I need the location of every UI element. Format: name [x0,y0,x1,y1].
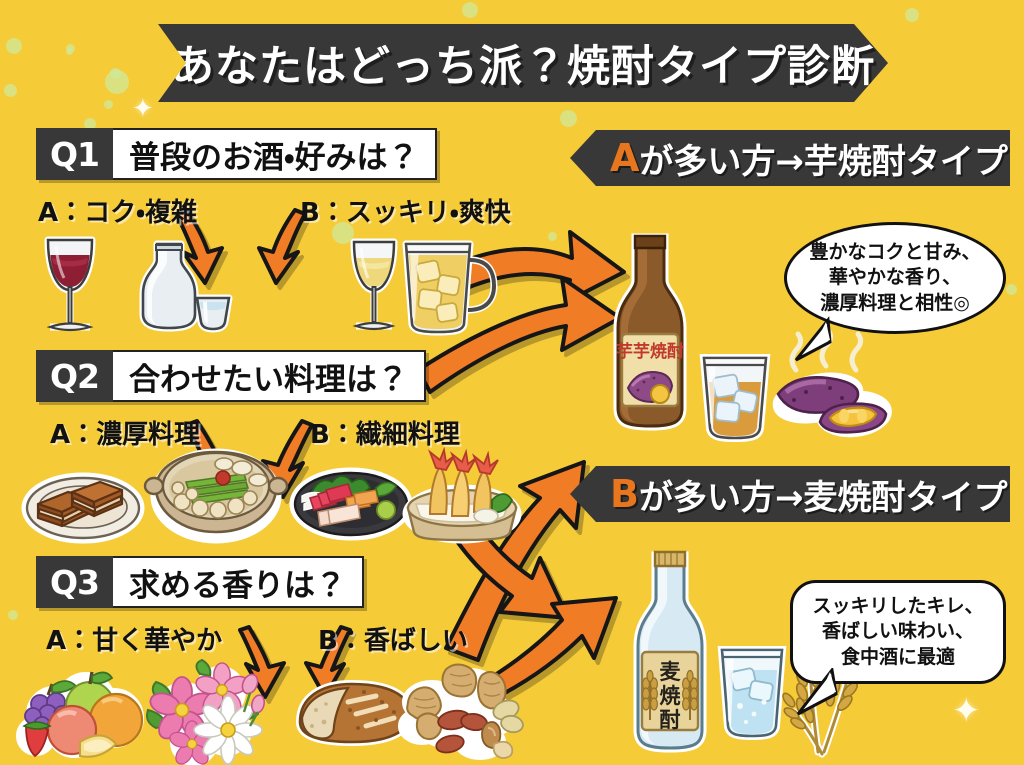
result-b-bubble-line-1: スッキリしたキレ、 [812,595,984,618]
q3-option-a-label: A：甘く華やか [46,626,223,656]
sparkle-star-icon: ✦ [952,691,981,731]
q2-tag: Q2 [36,350,114,402]
result-a-bubble: 豊かなコクと甘み、 華やかな香り、 濃厚料理と相性◎ [784,222,1006,334]
background-dot [560,110,577,127]
sake-tokkuri-and-cup-icon [125,238,235,338]
q2-option-b[interactable]: B：繊細料理 [310,414,460,451]
svg-text:麦: 麦 [660,660,682,684]
svg-text:酎: 酎 [660,708,681,732]
q1-option-a[interactable]: A：コク・複雑 [38,192,197,229]
result-b-bubble-tail [796,668,838,716]
result-a-bubble-line-3: 濃厚料理と相性◎ [820,291,970,314]
shrimp-tempura-basket-icon [400,446,524,544]
question-block-q1: Q1 普段のお酒・好みは？ [36,128,437,180]
background-dot [4,84,17,97]
result-a-text: が多い方→芋焼酎タイプ [639,141,1008,182]
q2-question-text: 合わせたい料理は？ [113,350,427,402]
q2-option-b-label: B：繊細料理 [310,420,460,450]
result-b-bubble: スッキリしたキレ、 香ばしい味わい、 食中酒に最適 [790,580,1006,684]
result-a-bubble-line-2: 華やかな香り、 [828,266,962,289]
result-b-bubble-line-2: 香ばしい味わい、 [821,620,974,643]
q1-option-a-label: A：コク・複雑 [38,198,197,228]
mixed-fruits-icon [16,662,148,762]
q2-option-a-label: A：濃厚料理 [50,420,201,450]
q3-tag: Q3 [36,556,114,608]
q1-question-text: 普段のお酒・好みは？ [113,128,437,180]
imo-shochu-bottle-icon: 芋芋焼酎 [602,232,698,432]
page-title-banner: あなたはどっち派？焼酎タイプ診断 [158,24,888,102]
q1-option-b[interactable]: B：スッキリ・爽快 [300,192,511,229]
result-b-text: が多い方→麦焼酎タイプ [638,477,1008,518]
result-banner-a: A が多い方→芋焼酎タイプ [570,130,1010,186]
q2-header: Q2 合わせたい料理は？ [36,350,427,402]
result-b-letter: B [610,472,639,516]
result-a-bubble-line-1: 豊かなコクと甘み、 [809,241,981,264]
question-block-q3: Q3 求める香りは？ [36,556,365,608]
background-dot [104,100,113,109]
result-b-bubble-line-3: 食中酒に最適 [840,645,955,668]
roasted-sweet-potato-icon [772,327,892,440]
rocks-glass-amber-icon [692,348,778,444]
highball-mug-with-ice-icon [392,232,502,336]
page-title: あなたはどっち派？焼酎タイプ診断 [171,42,875,92]
q3-option-b-label: B：香ばしい [318,626,468,656]
q2-option-a[interactable]: A：濃厚料理 [50,414,200,451]
question-block-q2: Q2 合わせたい料理は？ [36,350,427,402]
sparkle-star-icon: ✦ [132,94,154,124]
hot-pot-nabe-icon [143,440,289,544]
q1-tag: Q1 [36,128,114,180]
braised-pork-belly-plate-icon [21,452,145,544]
result-a-bubble-tail [794,316,832,362]
imo-bottle-label: 芋芋焼酎 [616,341,684,362]
background-dot [6,38,22,54]
background-dot [8,610,18,620]
background-dot [905,8,919,22]
background-dot [84,118,96,130]
flower-bouquet-icon [140,658,270,765]
sashimi-platter-icon [289,452,413,544]
background-dot [332,222,354,244]
q1-header: Q1 普段のお酒・好みは？ [36,128,437,180]
mugi-shochu-bottle-icon: 麦 焼 酎 [622,548,718,758]
q3-question-text: 求める香りは？ [113,556,365,608]
q1-option-b-label: B：スッキリ・爽快 [300,198,511,228]
red-wine-glass-icon [30,228,110,338]
svg-text:焼: 焼 [660,684,681,708]
q3-option-b[interactable]: B：香ばしい [318,620,468,657]
background-dot [105,70,129,94]
clear-glass-water-ice-icon [710,640,794,744]
assorted-nuts-icon [392,660,524,760]
q3-option-a[interactable]: A：甘く華やか [46,620,222,657]
background-dot [1006,284,1017,295]
background-dot [462,2,478,18]
background-dot [548,232,557,241]
white-wine-glass-icon [338,232,410,336]
result-a-letter: A [610,136,640,180]
result-banner-b: B が多い方→麦焼酎タイプ [570,466,1010,522]
background-dot [66,48,73,55]
q3-header: Q3 求める香りは？ [36,556,365,608]
